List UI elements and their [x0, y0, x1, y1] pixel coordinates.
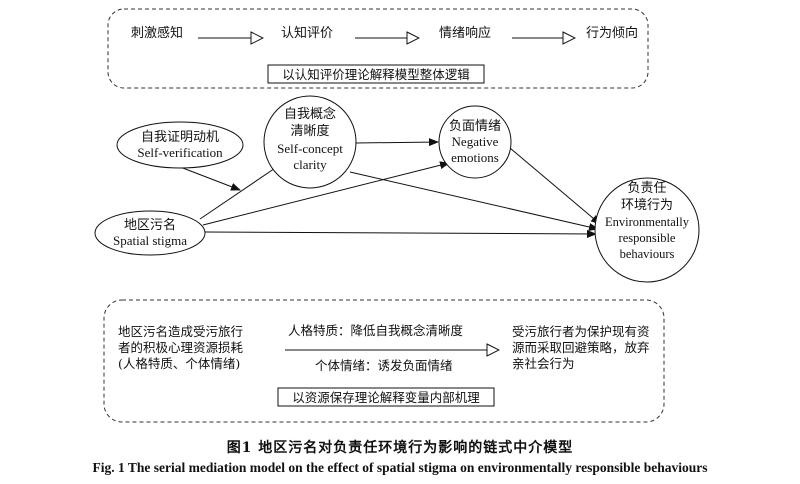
- path-verification-to-clarity: [174, 164, 241, 191]
- figure-caption-cn: 图1 地区污名对负责任环境行为影响的链式中介模型: [226, 440, 574, 456]
- node-self-verification-en: Self-verification: [137, 145, 223, 160]
- path-stigma-to-emotions: [202, 161, 450, 226]
- bottom-left-line-2: 者的积极心理资源损耗: [118, 340, 244, 355]
- node-responsible-en-3: behaviours: [620, 247, 675, 261]
- node-responsible-en-2: responsible: [619, 231, 676, 245]
- bottom-middle-bottom: 个体情绪：诱发负面情绪: [315, 358, 453, 373]
- node-spatial-stigma-cn: 地区污名: [124, 217, 176, 233]
- bottom-panel-label-box: [277, 387, 495, 407]
- top-panel-label-box: [267, 64, 485, 84]
- node-responsible-behaviour: [594, 177, 700, 283]
- node-self-concept-cn-2: 清晰度: [290, 123, 329, 139]
- node-self-concept-clarity: [263, 95, 357, 189]
- flow-step-4: 行为倾向: [586, 25, 638, 41]
- node-responsible-cn-2: 环境行为: [621, 198, 673, 213]
- bottom-right-line-2: 源而采取回避策略，放弃: [512, 340, 650, 355]
- node-responsible-en-1: Environmentally: [605, 215, 690, 229]
- node-negative-emotions-en-1: Negative: [452, 134, 499, 149]
- top-panel-label: 以认知评价理论解释模型整体逻辑: [282, 67, 470, 82]
- flow-step-2: 认知评价: [281, 25, 333, 41]
- node-self-verification-cn: 自我证明动机: [141, 130, 219, 145]
- flow-step-1: 刺激感知: [131, 25, 183, 41]
- path-emotions-to-behaviour: [509, 147, 601, 225]
- node-self-verification: [116, 121, 244, 169]
- node-self-concept-en-2: clarity: [293, 157, 327, 172]
- bottom-right-line-3: 亲社会行为: [512, 356, 575, 371]
- bottom-panel-label: 以资源保存理论解释变量内部机理: [292, 390, 480, 405]
- bottom-right-line-1: 受污旅行者为保护现有资: [512, 324, 650, 339]
- bottom-left-line-1: 地区污名造成受污旅行: [118, 324, 243, 339]
- node-spatial-stigma-en: Spatial stigma: [113, 233, 187, 248]
- node-negative-emotions: [438, 105, 512, 179]
- top-panel-frame: [107, 8, 649, 89]
- bottom-left-line-3: (人格特质、个体情绪): [118, 356, 240, 371]
- path-clarity-to-emotions: [355, 138, 439, 147]
- figure-caption-en: Fig. 1 The serial mediation model on the…: [92, 460, 708, 475]
- node-spatial-stigma: [94, 210, 206, 256]
- bottom-middle-top: 人格特质：降低自我概念清晰度: [288, 323, 464, 338]
- path-clarity-to-behaviour: [349, 171, 599, 231]
- flow-step-3: 情绪响应: [439, 25, 491, 41]
- node-negative-emotions-cn: 负面情绪: [449, 119, 501, 134]
- path-stigma-to-behaviour: [204, 229, 597, 238]
- node-responsible-cn-1: 负责任: [627, 181, 666, 196]
- node-self-concept-cn-1: 自我概念: [284, 106, 336, 122]
- node-self-concept-en-1: Self-concept: [277, 141, 343, 156]
- node-negative-emotions-en-2: emotions: [451, 150, 499, 165]
- bottom-panel-frame: [103, 299, 665, 423]
